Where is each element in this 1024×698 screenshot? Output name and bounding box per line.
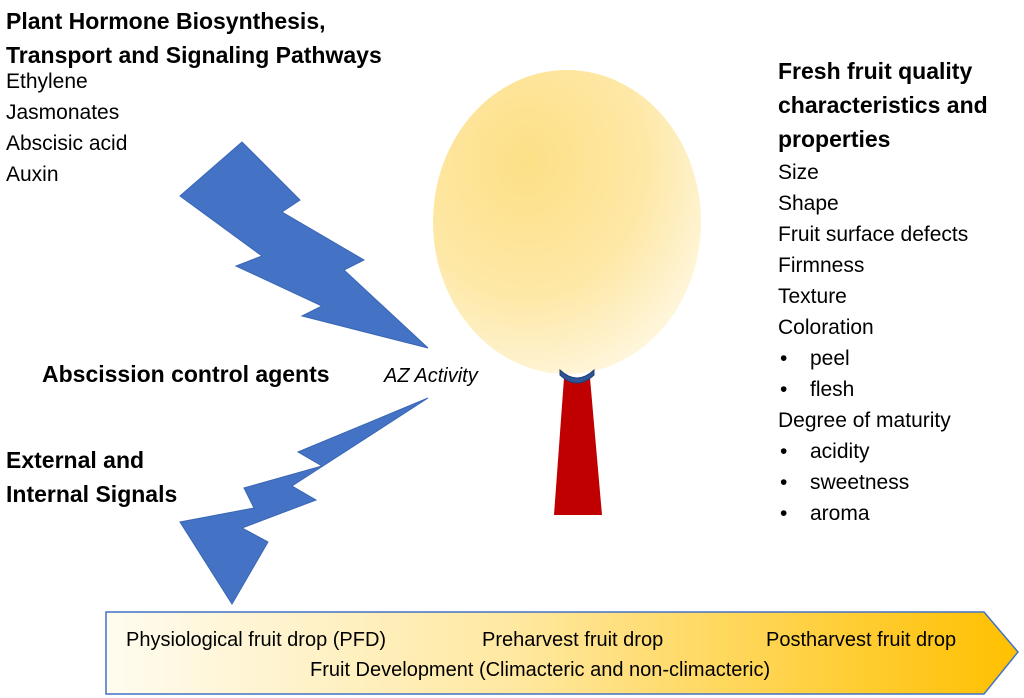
hormone-list: Ethylene Jasmonates Abscisic acid Auxin [6, 66, 127, 190]
fruit-body [433, 70, 701, 374]
hormone-item: Ethylene [6, 70, 88, 93]
quality-item: Size [778, 161, 819, 184]
quality-subitem: acidity [778, 436, 968, 467]
abscission-zone-cap [559, 368, 595, 384]
hormone-item: Jasmonates [6, 101, 120, 124]
hormone-item: Auxin [6, 163, 59, 186]
quality-subitem: sweetness [778, 467, 968, 498]
fruit-development-arrow [105, 611, 1019, 695]
quality-item: Coloration [778, 316, 874, 339]
fruit-quality-title: Fresh fruit quality characteristics and … [778, 58, 988, 152]
quality-subitem: peel [778, 343, 968, 374]
fruit-stem [554, 378, 602, 515]
quality-item: Shape [778, 192, 839, 215]
lower-lightning-bolt [179, 397, 429, 605]
stage-physiological-fruit-drop: Physiological fruit drop (PFD) [126, 629, 387, 651]
quality-item: Fruit surface defects [778, 223, 969, 246]
external-internal-signals-label: External and Internal Signals [6, 447, 178, 507]
abscission-control-agents-label: Abscission control agents [42, 361, 330, 387]
fruit-development-label: Fruit Development (Climacteric and non-c… [310, 659, 771, 681]
hormone-item: Abscisic acid [6, 132, 128, 155]
quality-item: Firmness [778, 254, 865, 277]
fruit-quality-list: Size Shape Fruit surface defects Firmnes… [778, 157, 968, 529]
stage-preharvest-fruit-drop: Preharvest fruit drop [482, 629, 664, 651]
stage-postharvest-fruit-drop: Postharvest fruit drop [766, 629, 957, 651]
upper-lightning-bolt [179, 141, 429, 349]
quality-item: Degree of maturity [778, 409, 951, 432]
quality-subitem: aroma [778, 498, 968, 529]
az-activity-label: AZ Activity [384, 365, 478, 387]
quality-subitem: flesh [778, 374, 968, 405]
hormone-pathways-title: Plant Hormone Biosynthesis, Transport an… [6, 8, 382, 68]
quality-item: Texture [778, 285, 847, 308]
